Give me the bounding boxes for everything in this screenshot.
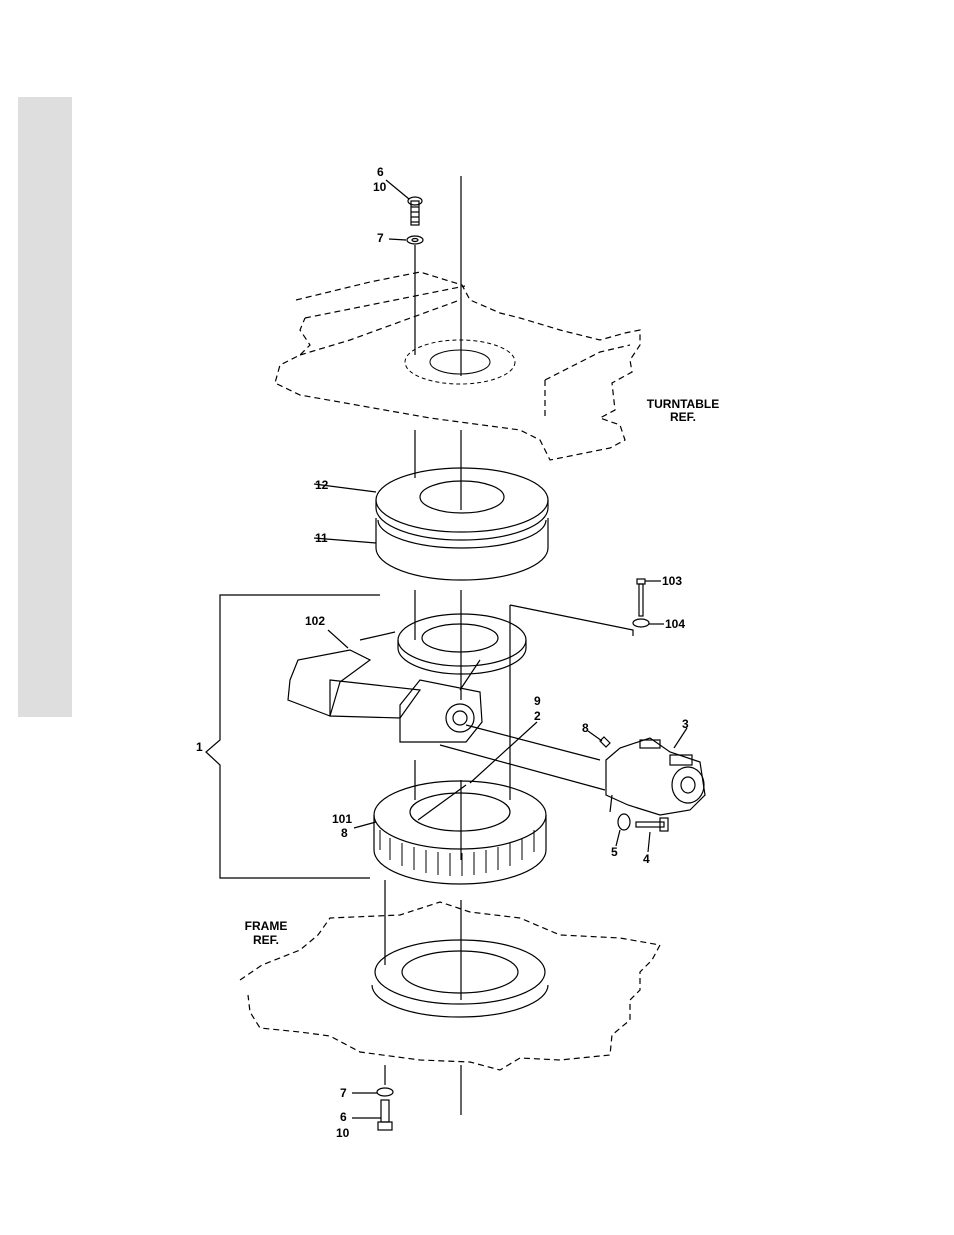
washer-5-icon xyxy=(618,814,630,830)
label-bottom-washer-7: 7 xyxy=(340,1087,347,1100)
label-housing-102: 102 xyxy=(305,615,325,628)
label-bottom-bolt-10: 10 xyxy=(336,1127,349,1140)
turntable-bolt-circle xyxy=(405,340,515,384)
label-bearing-12: 12 xyxy=(315,479,328,492)
label-frame-ref-2: REF. xyxy=(236,934,296,947)
top-washer-icon xyxy=(407,236,423,244)
label-top-bolt-6: 6 xyxy=(377,166,384,179)
label-shaft-2: 2 xyxy=(534,710,541,723)
frame-bolt-circle xyxy=(372,940,548,1017)
label-frame-ref-1: FRAME xyxy=(236,920,296,933)
label-top-washer-7: 7 xyxy=(377,232,384,245)
gear-101-ring xyxy=(374,781,546,884)
label-key-8: 8 xyxy=(582,722,589,735)
label-turntable-ref-2: REF. xyxy=(640,411,726,424)
motor-3-body xyxy=(606,738,705,815)
bearing-12-ring xyxy=(376,468,548,540)
bearing-11-ring xyxy=(376,518,548,580)
label-motor-3: 3 xyxy=(682,718,689,731)
label-bolt-103: 103 xyxy=(662,575,682,588)
top-bolt-icon xyxy=(408,197,422,225)
bolt-4-icon xyxy=(636,818,668,831)
key-8-icon xyxy=(600,737,610,747)
frame-plate xyxy=(240,902,660,1070)
bottom-bolt-icon xyxy=(378,1100,392,1130)
washer-104-icon xyxy=(633,619,649,627)
label-bearing-11: 11 xyxy=(315,532,328,545)
housing-102-body xyxy=(288,614,526,742)
label-assembly-1: 1 xyxy=(196,741,203,754)
label-bottom-bolt-6: 6 xyxy=(340,1111,347,1124)
bottom-washer-icon xyxy=(377,1088,393,1096)
label-washer-104: 104 xyxy=(665,618,685,631)
label-gear-101: 101 xyxy=(332,813,352,826)
turntable-plate xyxy=(275,272,640,460)
label-bolt-4: 4 xyxy=(643,853,650,866)
label-washer-5: 5 xyxy=(611,846,618,859)
label-seal-9: 9 xyxy=(534,695,541,708)
label-top-bolt-10: 10 xyxy=(373,181,386,194)
assembly-brace xyxy=(206,595,380,878)
label-gear-8: 8 xyxy=(341,827,348,840)
bolt-103-icon xyxy=(637,579,645,616)
